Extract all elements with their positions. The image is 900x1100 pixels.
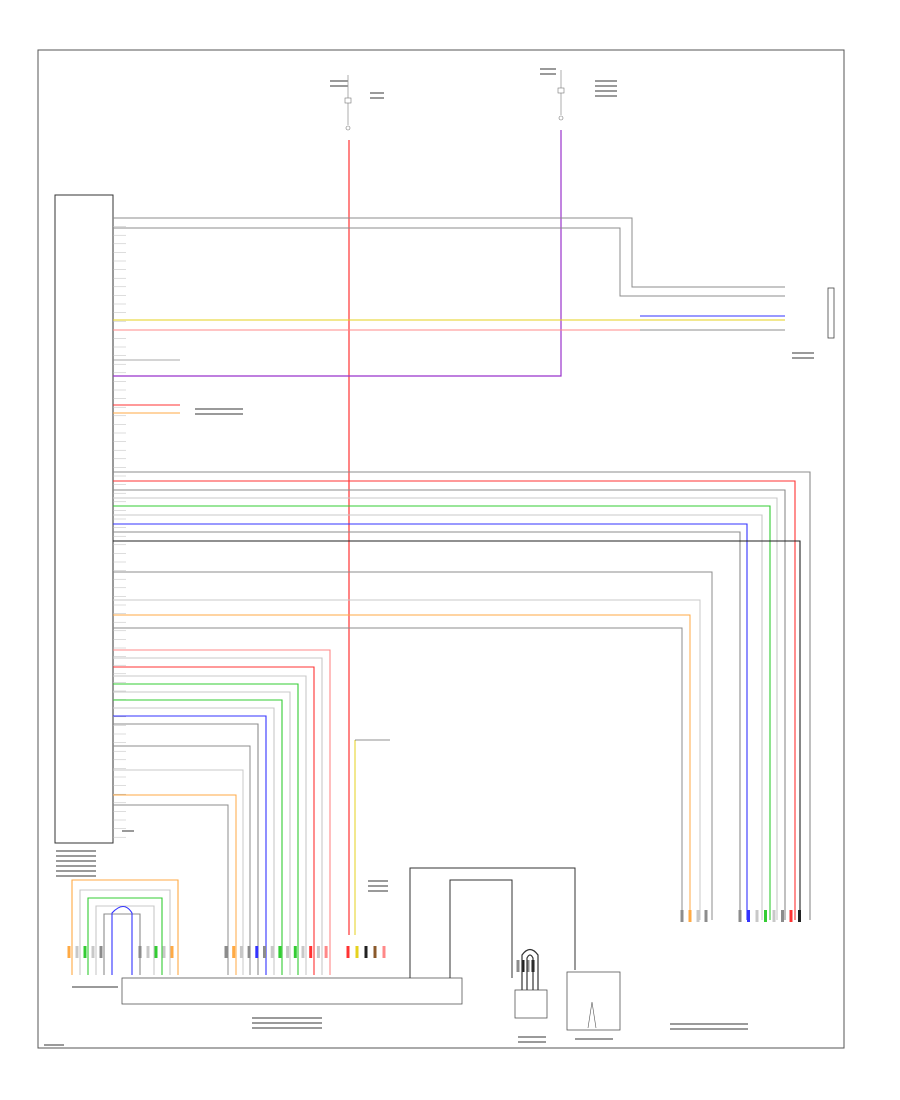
connector-pin: [764, 910, 767, 922]
connector-pin: [67, 946, 71, 958]
connector-pin: [696, 910, 700, 922]
connector-pin: [154, 946, 158, 958]
connector-pin: [83, 946, 87, 958]
connector-pin: [755, 910, 759, 922]
fuse-feed-1: [344, 75, 352, 131]
connector-pin: [373, 946, 377, 958]
connector-pin: [224, 946, 228, 958]
main-module-block: [54, 194, 114, 844]
antenna-symbol: [587, 1001, 597, 1029]
connector-pin: [772, 910, 776, 922]
wire-43: [103, 913, 141, 975]
connector-pin: [91, 946, 95, 958]
wire-33: [113, 715, 267, 975]
connector-pin: [247, 946, 251, 958]
wire-39: [71, 879, 179, 975]
wire-41: [87, 897, 163, 975]
wire-13: [113, 480, 796, 920]
connector-pin: [382, 946, 386, 958]
connector-pin: [263, 946, 266, 958]
antenna-module-block: [514, 989, 548, 1019]
wire-18: [113, 523, 748, 920]
connector-pin: [355, 946, 359, 958]
wire-2: [113, 130, 562, 377]
connector-pin: [680, 910, 684, 922]
module-pin-ticks: [113, 217, 126, 838]
connector-pin: [346, 946, 350, 958]
wire-22: [113, 599, 701, 920]
wire-23: [113, 614, 691, 920]
connector-pin: [747, 910, 750, 922]
wire-28: [113, 675, 307, 975]
connector-pin: [364, 946, 368, 958]
wire-12: [113, 471, 811, 920]
wire-42: [95, 905, 155, 975]
connector-pin: [738, 910, 742, 922]
wire-19: [113, 531, 741, 920]
connector-pin: [232, 946, 236, 958]
wire-29: [113, 683, 299, 975]
wire-30: [113, 691, 291, 975]
connector-pin: [316, 946, 320, 958]
wire-35: [113, 745, 251, 975]
connector-pin: [781, 910, 784, 922]
wire-16: [113, 505, 771, 920]
wire-36: [113, 769, 244, 975]
wire-20: [113, 540, 801, 920]
wire-15: [113, 497, 778, 920]
wire-4: [113, 227, 785, 297]
connector-pin: [270, 946, 274, 958]
connector-pin: [521, 960, 525, 972]
wire-37: [113, 794, 237, 975]
wire-26: [113, 657, 323, 975]
connector-pin: [286, 946, 290, 958]
wire-17: [113, 514, 763, 920]
amplifier-unit-block: [121, 977, 463, 1005]
connector-pin: [301, 946, 305, 958]
connector-pin: [146, 946, 150, 958]
connector-pin: [516, 960, 520, 972]
connector-pin: [293, 946, 297, 958]
faint-labels: [44, 68, 814, 1046]
wire-3: [113, 217, 785, 288]
connector-pin: [162, 946, 166, 958]
wire-31: [113, 699, 283, 975]
wire-40: [79, 889, 171, 975]
connector-pin: [75, 946, 79, 958]
fuse-feed-2: [557, 70, 565, 121]
antenna-module-loops: [521, 948, 539, 990]
connector-pin: [278, 946, 282, 958]
wire-38: [113, 804, 229, 975]
wire-25: [113, 649, 331, 975]
connector-pin: [170, 946, 174, 958]
connector-pin: [704, 910, 708, 922]
connector-pin: [138, 946, 142, 958]
switch-bracket: [827, 287, 835, 339]
connector-pin: [309, 946, 313, 958]
diagram-frame: [37, 49, 845, 1049]
wire-21: [113, 571, 713, 920]
wire-44: [111, 905, 133, 975]
connector-pin: [688, 910, 692, 922]
wire-34: [113, 723, 259, 975]
connector-pin: [99, 946, 103, 958]
wire-14: [113, 489, 786, 920]
wire-32: [113, 707, 275, 975]
antenna-block: [566, 971, 621, 1031]
wire-24: [113, 627, 683, 920]
connector-pin: [798, 910, 801, 922]
connector-pin: [255, 946, 259, 958]
connector-pin: [526, 960, 530, 972]
connector-pin: [789, 910, 793, 922]
wire-harness: [67, 130, 811, 975]
wire-27: [113, 666, 315, 975]
amplifier-feed-box: [409, 867, 576, 978]
connector-pin: [324, 946, 328, 958]
connector-pin: [239, 946, 243, 958]
